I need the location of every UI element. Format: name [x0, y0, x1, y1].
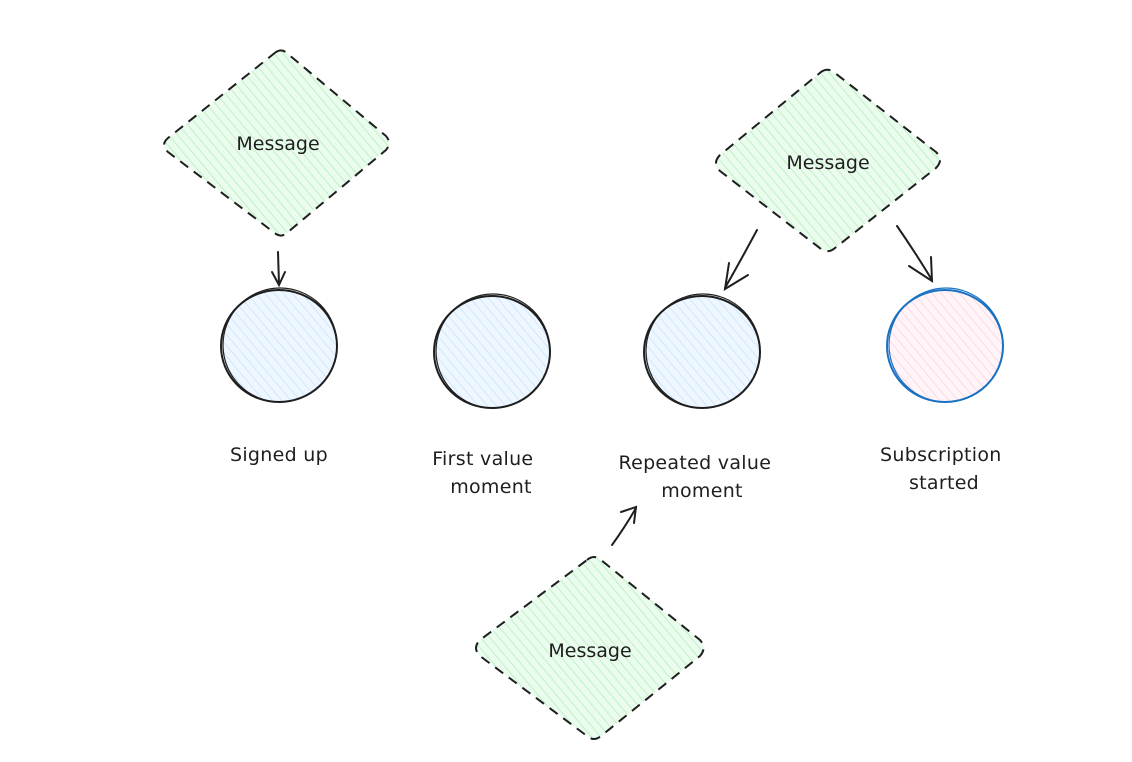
state-node-repeated-value-moment[interactable]: [643, 293, 761, 409]
state-node-subscription-started[interactable]: [886, 287, 1004, 403]
state-label-subscription-started: Subscription started: [880, 444, 1008, 494]
arrow-message-to-signed-up: [271, 251, 286, 288]
arrow-message-to-repeated-value-moment-bottom: [611, 505, 638, 546]
arrow-message-to-subscription-started: [896, 225, 934, 283]
message-label-top-left: Message: [236, 133, 319, 155]
message-label-top-right: Message: [786, 152, 869, 174]
arrow-message-to-repeated-value-moment: [723, 229, 758, 291]
state-node-first-value-moment[interactable]: [433, 293, 551, 409]
state-label-signed-up: Signed up: [230, 444, 328, 466]
message-node-top-right[interactable]: Message: [715, 68, 941, 253]
message-node-bottom[interactable]: Message: [475, 556, 705, 740]
state-label-repeated-value-moment: Repeated value moment: [618, 452, 777, 502]
message-label-bottom: Message: [548, 640, 631, 662]
message-node-top-left[interactable]: Message: [163, 49, 390, 237]
state-node-signed-up[interactable]: [220, 287, 338, 403]
state-label-first-value-moment: First value moment: [432, 448, 540, 498]
